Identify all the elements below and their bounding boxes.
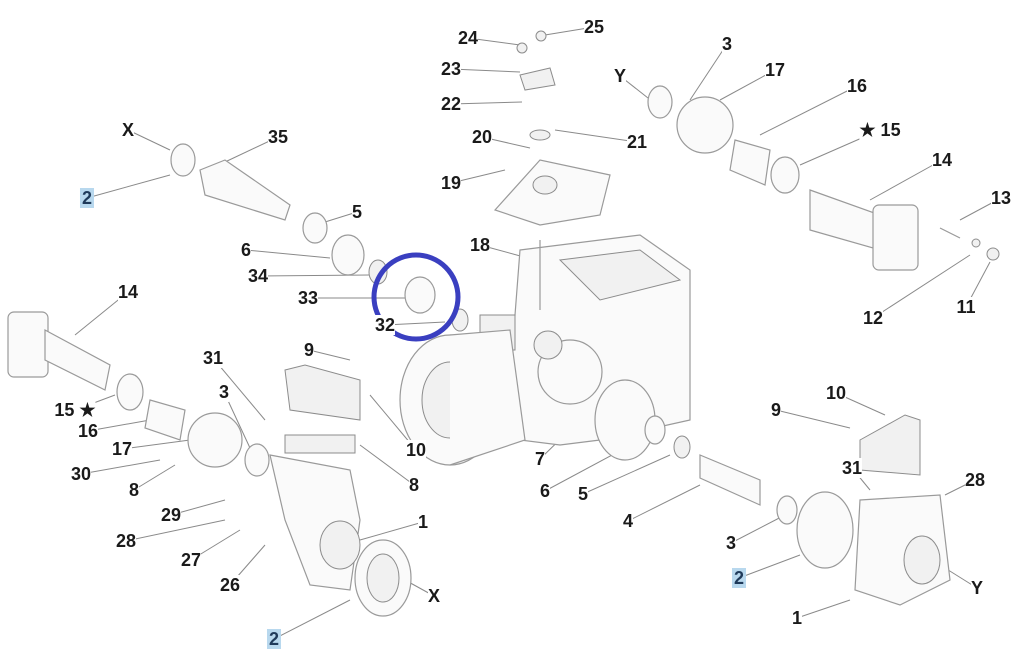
leader-line <box>627 484 701 522</box>
leader-line <box>450 101 523 105</box>
leader-line <box>359 521 424 541</box>
part-label: 20 <box>471 127 493 147</box>
part-label: 5 <box>351 202 363 222</box>
part-label: 13 <box>990 188 1012 208</box>
part-label: 8 <box>408 475 420 495</box>
part-label-highlighted: 2 <box>79 188 95 208</box>
leader-line <box>87 419 151 432</box>
part-label: 24 <box>457 28 479 48</box>
part-label: 5 <box>577 484 589 504</box>
part-label: 19 <box>440 173 462 193</box>
leader-line <box>121 439 191 450</box>
part-label: 31 <box>841 458 863 478</box>
part-label: 25 <box>583 17 605 37</box>
part-label: 28 <box>964 470 986 490</box>
part-label: 28 <box>115 531 137 551</box>
leader-line <box>86 174 171 199</box>
leader-line <box>730 514 786 544</box>
leader-line <box>80 459 161 475</box>
part-label: 9 <box>303 340 315 360</box>
right-output-assembly <box>644 414 951 606</box>
part-label: 6 <box>240 240 252 260</box>
part-label-highlighted: 2 <box>731 568 747 588</box>
leader-line <box>775 409 851 429</box>
leader-line <box>759 85 858 136</box>
leader-line <box>872 254 971 319</box>
part-label-highlighted: 2 <box>266 629 282 649</box>
part-label: 12 <box>862 308 884 328</box>
part-label: 34 <box>247 266 269 286</box>
part-label: X <box>121 120 135 140</box>
part-label: 23 <box>440 59 462 79</box>
part-label: 32 <box>374 315 396 335</box>
part-label: 18 <box>469 235 491 255</box>
leader-line <box>133 464 176 491</box>
leader-line <box>212 357 266 421</box>
part-label: 33 <box>297 288 319 308</box>
leader-line <box>273 599 351 640</box>
leader-line <box>257 274 371 277</box>
part-label: 3 <box>725 533 737 553</box>
part-label: 1 <box>417 512 429 532</box>
part-label: 31 <box>202 348 224 368</box>
leader-line <box>582 454 671 495</box>
part-label: 29 <box>160 505 182 525</box>
part-label: 4 <box>622 511 634 531</box>
part-label: 17 <box>764 60 786 80</box>
part-label: 8 <box>128 480 140 500</box>
part-label: 15 ★ <box>54 400 96 420</box>
leader-line <box>554 129 638 143</box>
part-label: 10 <box>825 383 847 403</box>
part-label: 14 <box>931 150 953 170</box>
part-label: 26 <box>219 575 241 595</box>
part-label: 21 <box>626 132 648 152</box>
part-label: 16 <box>77 421 99 441</box>
internal-gears <box>533 330 656 461</box>
part-label: 30 <box>70 464 92 484</box>
part-label: Y <box>613 66 627 86</box>
leader-line <box>359 444 415 486</box>
part-label: 27 <box>180 550 202 570</box>
leader-line <box>308 349 351 361</box>
part-label: 3 <box>721 34 733 54</box>
leader-line <box>738 554 801 579</box>
leader-line <box>324 211 358 223</box>
dipstick-and-spring <box>516 30 556 310</box>
part-label: Y <box>970 578 984 598</box>
top-cover <box>493 159 611 226</box>
part-label: 17 <box>111 439 133 459</box>
part-label: 7 <box>534 449 546 469</box>
leader-line <box>245 249 331 259</box>
leader-line <box>125 519 226 542</box>
upper-left-shaft <box>170 143 469 332</box>
leader-line <box>869 159 943 201</box>
part-label: 22 <box>440 94 462 114</box>
highlight-circle <box>371 252 461 342</box>
leader-line <box>689 43 728 101</box>
part-label: ★ 15 <box>859 120 901 140</box>
part-label: X <box>427 586 441 606</box>
leader-line <box>796 599 851 619</box>
part-label: 35 <box>267 127 289 147</box>
upper-right-shaft <box>647 85 1000 271</box>
left-shaft-assembly <box>7 311 412 617</box>
leader-lines <box>74 26 1002 640</box>
part-label: 3 <box>218 382 230 402</box>
part-label: 11 <box>956 297 976 317</box>
part-label: 9 <box>770 400 782 420</box>
part-label: 10 <box>405 440 427 460</box>
leader-line <box>450 68 521 73</box>
part-label: 6 <box>539 481 551 501</box>
part-label: 16 <box>846 76 868 96</box>
leader-line <box>127 129 171 151</box>
part-label: 14 <box>117 282 139 302</box>
part-label: 1 <box>791 608 803 628</box>
flange-cover <box>399 329 526 466</box>
